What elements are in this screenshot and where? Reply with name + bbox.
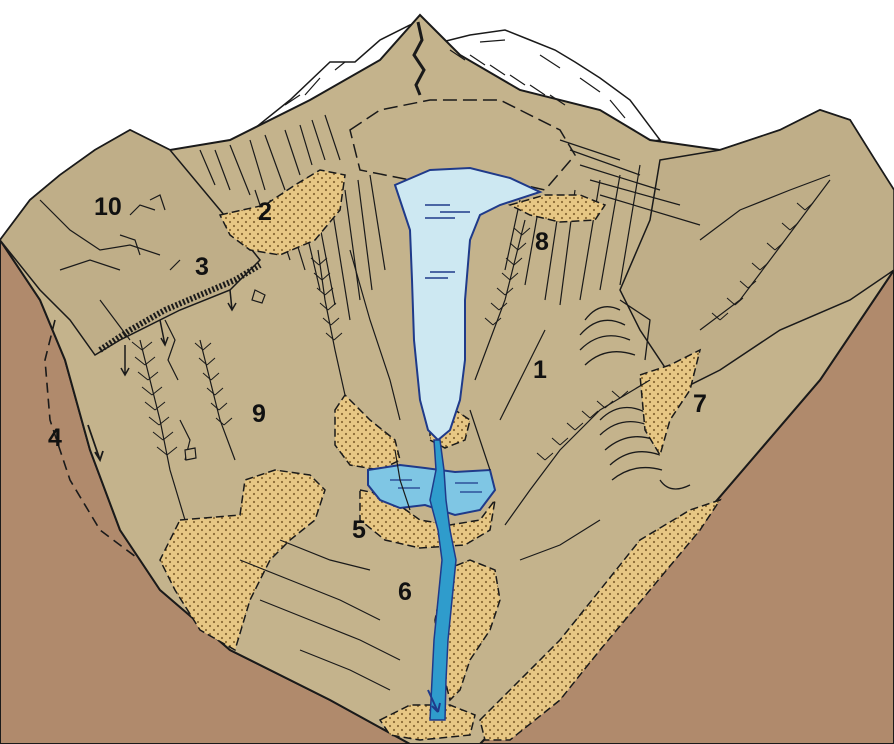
label-7: 7 xyxy=(693,390,707,418)
label-1: 1 xyxy=(533,356,547,384)
label-4: 4 xyxy=(48,424,62,452)
label-10: 10 xyxy=(94,193,122,221)
label-3: 3 xyxy=(195,253,209,281)
label-2: 2 xyxy=(258,198,272,226)
label-9: 9 xyxy=(252,400,266,428)
label-5: 5 xyxy=(352,516,366,544)
label-6: 6 xyxy=(398,578,412,606)
label-8: 8 xyxy=(535,228,549,256)
